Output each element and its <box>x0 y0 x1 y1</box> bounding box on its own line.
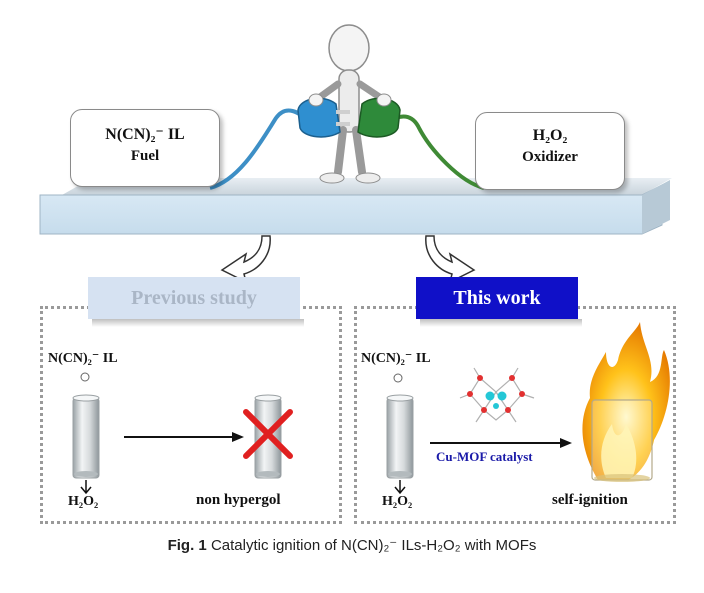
self-ignition-label: self-ignition <box>552 492 628 508</box>
right-droplet-icon <box>393 373 403 383</box>
left-h2o2-label: H₂O₂ <box>68 494 99 509</box>
right-reaction-arrow <box>430 438 572 448</box>
mascot-figure <box>297 24 401 184</box>
curved-arrow-right-icon <box>425 235 476 284</box>
fuel-box-subtitle: Fuel <box>130 148 160 164</box>
fuel-box-title: N(CN)₂⁻ IL <box>105 126 185 143</box>
flame-icon <box>582 322 670 480</box>
caption-text: Catalytic ignition of N(CN)₂⁻ ILs-H₂O₂ w… <box>210 537 537 554</box>
caption-prefix: Fig. 1 <box>167 537 207 554</box>
curved-arrow-left-icon <box>220 235 271 284</box>
oxidizer-box-subtitle: Oxidizer <box>522 149 578 165</box>
previous-study-tag: Previous study <box>88 277 300 319</box>
left-reaction-arrow <box>124 432 244 442</box>
oxidizer-box: H₂O₂ Oxidizer <box>475 112 625 190</box>
left-il-label: N(CN)₂⁻ IL <box>48 351 118 366</box>
right-il-label: N(CN)₂⁻ IL <box>361 351 431 366</box>
red-cross-icon <box>243 409 293 459</box>
right-h2o2-label: H₂O₂ <box>382 494 413 509</box>
right-down-arrow-icon <box>394 480 406 495</box>
previous-study-panel <box>40 306 342 524</box>
beaker <box>591 399 653 482</box>
oxidizer-box-title: H₂O₂ <box>532 127 568 144</box>
this-work-tag: This work <box>416 277 578 319</box>
catalyst-label: Cu-MOF catalyst <box>436 449 533 464</box>
figure-caption: Fig. 1 Catalytic ignition of N(CN)₂⁻ ILs… <box>0 536 704 554</box>
left-droplet-icon <box>80 372 90 382</box>
fuel-box: N(CN)₂⁻ IL Fuel <box>70 109 220 187</box>
mof-structure-icon <box>459 367 535 423</box>
left-down-arrow-icon <box>80 480 92 495</box>
right-tube <box>386 394 414 479</box>
non-hypergol-label: non hypergol <box>196 492 281 508</box>
left-tube <box>72 394 100 479</box>
